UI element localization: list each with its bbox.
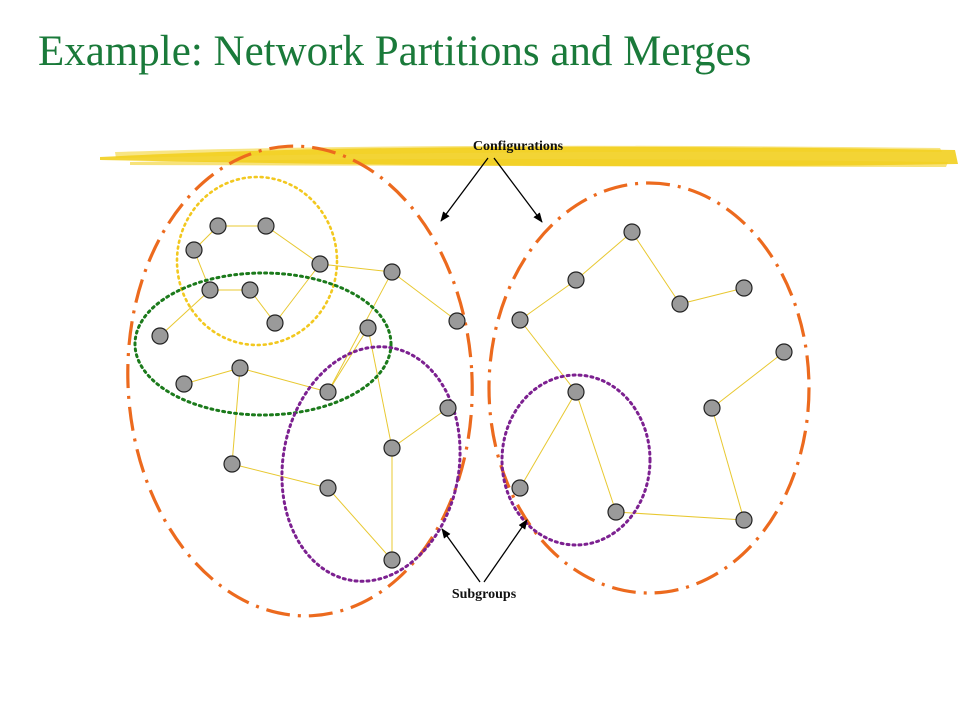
subgroup-boundary-yellow	[175, 175, 339, 347]
annotation-arrows	[440, 157, 543, 583]
node	[223, 455, 241, 473]
node	[383, 551, 401, 569]
link	[631, 231, 681, 305]
node	[623, 223, 641, 241]
configurations-label: Configurations	[473, 139, 564, 154]
network-nodes	[151, 217, 793, 569]
arrow-configurations-left	[440, 157, 489, 222]
link	[711, 351, 785, 409]
node	[511, 311, 529, 329]
node	[209, 217, 227, 235]
node	[383, 439, 401, 457]
subgroups-label: Subgroups	[452, 587, 517, 602]
configuration-boundary-left	[126, 144, 474, 618]
link	[575, 391, 617, 513]
link	[327, 487, 393, 561]
node	[266, 314, 284, 332]
link	[615, 511, 745, 521]
node	[257, 217, 275, 235]
subgroup-boundary-purple-right	[500, 373, 652, 547]
node	[201, 281, 219, 299]
node	[671, 295, 689, 313]
node	[607, 503, 625, 521]
node	[231, 359, 249, 377]
arrow-configurations-right	[493, 157, 543, 223]
node	[241, 281, 259, 299]
node	[319, 479, 337, 497]
node	[567, 271, 585, 289]
node	[311, 255, 329, 273]
link	[391, 271, 458, 322]
configuration-boundaries	[126, 144, 811, 618]
node	[735, 279, 753, 297]
link	[711, 407, 745, 521]
link	[183, 367, 241, 385]
link	[391, 407, 449, 449]
subgroup-boundary-purple-left	[280, 345, 462, 583]
node	[175, 375, 193, 393]
link	[327, 327, 369, 393]
node	[359, 319, 377, 337]
configuration-boundary-right	[487, 181, 811, 595]
link	[159, 289, 211, 337]
link	[231, 463, 329, 489]
link	[239, 367, 329, 393]
node	[185, 241, 203, 259]
link	[575, 231, 633, 281]
node	[383, 263, 401, 281]
node	[703, 399, 721, 417]
link	[519, 391, 577, 489]
node	[567, 383, 585, 401]
link	[274, 263, 321, 324]
link	[231, 367, 241, 465]
link	[265, 225, 321, 265]
node	[511, 479, 529, 497]
subgroup-boundaries	[133, 175, 652, 583]
link	[679, 287, 745, 305]
arrow-subgroups-left	[441, 528, 481, 583]
link	[519, 279, 577, 321]
link	[327, 271, 393, 393]
node	[319, 383, 337, 401]
node	[151, 327, 169, 345]
link	[319, 263, 393, 273]
node	[439, 399, 457, 417]
subgroup-boundary-green	[133, 271, 393, 417]
node	[735, 511, 753, 529]
link	[519, 319, 577, 393]
arrow-subgroups-right	[483, 519, 528, 583]
node	[448, 312, 466, 330]
node	[775, 343, 793, 361]
slide-title: Example: Network Partitions and Merges	[38, 28, 752, 75]
